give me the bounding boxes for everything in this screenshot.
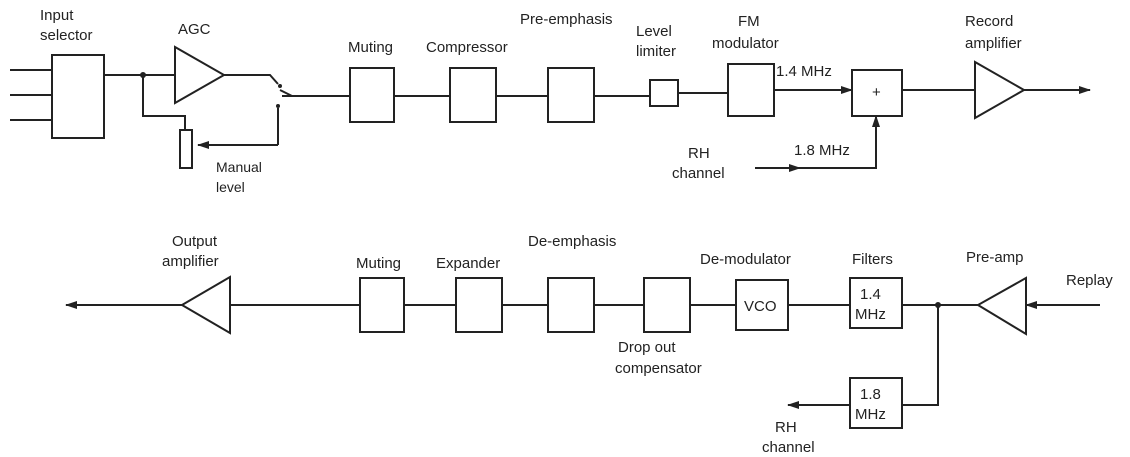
input-lines [10,69,52,121]
level-limiter-label-2: limiter [636,43,676,60]
de-emphasis-block: De-emphasis [528,233,616,333]
vco-block: VCO De-modulator [700,251,791,331]
rh-channel-in-label-2: channel [672,165,725,182]
replay-label: Replay [1066,272,1113,289]
filter-1-8-label-1: 1.8 [860,386,881,403]
freq-rh-label: 1.8 MHz [794,142,850,159]
manual-level-pot: Manual level [179,129,262,195]
pre-emphasis-block: Pre-emphasis [520,11,613,123]
muting-label-record: Muting [348,39,393,56]
output-amplifier: Output amplifier [162,233,231,335]
filter-1-8-block: 1.8 MHz [849,377,903,429]
muting-label-replay: Muting [356,255,401,272]
record-amplifier: Record amplifier [965,13,1027,120]
rh-channel-out-label-1: RH [775,419,797,436]
freq-main-label: 1.4 MHz [776,63,832,80]
pre-amp: Pre-amp [966,249,1027,336]
input-selector-label-1: Input [40,7,74,24]
fm-modulator-block: FM modulator [712,13,779,117]
drop-out-label-2: compensator [615,360,702,377]
manual-level-label-2: level [216,179,245,195]
pre-emphasis-label: Pre-emphasis [520,11,613,28]
filter-1-4-label-1: 1.4 [860,286,881,303]
adder-symbol: + [872,84,881,101]
muting-block-record: Muting [348,39,395,123]
filter-1-4-label-2: MHz [855,306,886,323]
input-selector-block: Input selector [40,7,105,139]
fm-modulator-label-1: FM [738,13,760,30]
expander-block: Expander [436,255,503,333]
rh-channel-out-label-2: channel [762,439,815,456]
filters-label: Filters [852,251,893,268]
agc-label: AGC [178,21,211,38]
agc-amplifier: AGC [174,21,227,105]
output-amplifier-label-1: Output [172,233,218,250]
muting-block-replay: Muting [356,255,405,333]
de-modulator-label: De-modulator [700,251,791,268]
expander-label: Expander [436,255,500,272]
selector-switch [279,89,300,97]
compressor-label: Compressor [426,39,508,56]
filter-1-4-block: 1.4 MHz Filters [849,251,903,329]
level-limiter-label-1: Level [636,23,672,40]
output-amplifier-label-2: amplifier [162,253,219,270]
record-amplifier-label-1: Record [965,13,1013,30]
record-amplifier-label-2: amplifier [965,35,1022,52]
rh-channel-in-label-1: RH [688,145,710,162]
pre-amp-label: Pre-amp [966,249,1024,266]
vco-label: VCO [744,298,777,315]
de-emphasis-label: De-emphasis [528,233,616,250]
manual-level-label-1: Manual [216,159,262,175]
drop-out-compensator-block: Drop out compensator [615,277,702,377]
compressor-block: Compressor [426,39,508,123]
adder-block: + [851,69,903,117]
level-limiter-block: Level limiter [636,23,679,107]
filter-1-8-label-2: MHz [855,406,886,423]
drop-out-label-1: Drop out [618,339,676,356]
input-selector-label-2: selector [40,27,93,44]
fm-modulator-label-2: modulator [712,35,779,52]
